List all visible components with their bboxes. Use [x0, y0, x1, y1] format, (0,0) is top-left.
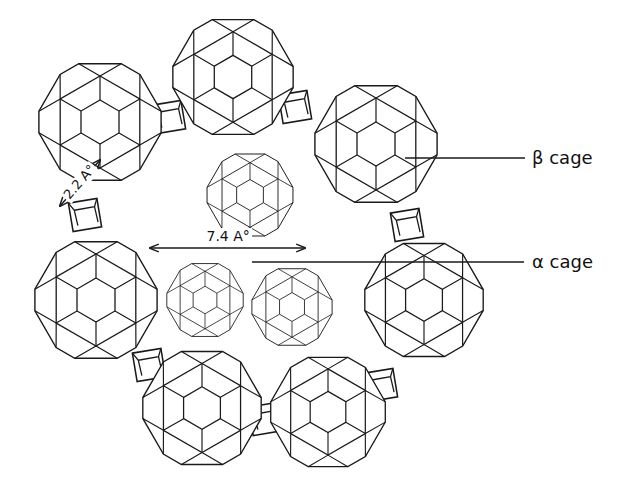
cage-label: β cage [532, 148, 593, 169]
leader-line [252, 261, 524, 262]
beta-cage-drawing [315, 86, 437, 203]
dimension-label: 2.2 A° [60, 160, 100, 203]
beta-cage-drawing [365, 244, 483, 357]
back-cages [167, 154, 332, 345]
beta-cage-drawing [39, 64, 161, 181]
beta-cage-drawing [173, 20, 293, 135]
dimension-arrows [60, 160, 305, 248]
far-cage [252, 269, 332, 346]
leader-line [405, 157, 525, 158]
cage-label: α cage [532, 252, 593, 273]
dimension-label: 7.4 A° [205, 228, 252, 244]
beta-cage-drawing [143, 352, 261, 465]
front-cages [35, 20, 483, 467]
dimension-arrow [60, 160, 100, 206]
far-cage [207, 154, 293, 236]
dimension-arrow [150, 247, 305, 248]
far-cage [167, 264, 243, 337]
leader-lines [252, 158, 525, 262]
double-ring [390, 208, 423, 241]
beta-cage-drawing [271, 357, 386, 466]
beta-cage-drawing [35, 242, 157, 359]
double-ring [68, 198, 101, 231]
